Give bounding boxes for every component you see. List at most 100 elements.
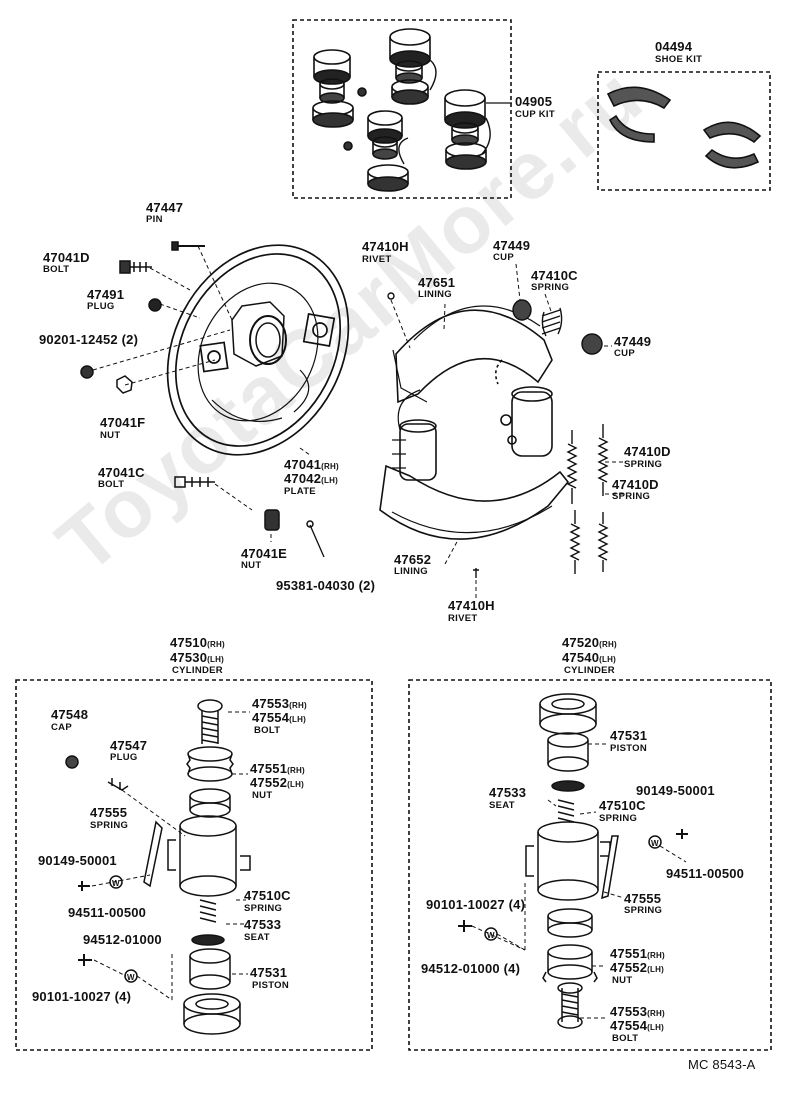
brake-shoes [379,305,570,540]
left-bolt-sfx-lh: (LH) [289,715,306,724]
right-cyl-number-lh-text: 47540 [562,650,600,665]
right-piston-name: PISTON [610,743,647,754]
left-cyl-number-rh-text: 47510 [170,635,208,650]
shoe-kit-number: 04494 [655,39,693,54]
spring-d2-number: 47410D [612,477,659,492]
left-bolt-number-rh: 47553(RH) [252,697,307,710]
left-nut-sfx-lh: (LH) [287,780,304,789]
shoe-kit-name: SHOE KIT [655,54,703,65]
right-nut-number-lh-text: 47552 [610,960,648,975]
left-bolt-number-lh-text: 47554 [252,710,290,725]
left-bolt-number-lh: 47554(LH) [252,711,306,724]
right-cyl-sfx-lh: (LH) [599,655,616,664]
left-bolt-name: BOLT [254,725,281,736]
plug-name: PLUG [87,301,115,312]
ref-90201-qty: (2) [121,332,139,347]
cup-kit-parts [312,28,491,192]
shoe-kit-box [597,71,771,191]
left-cyl-name: CYLINDER [172,665,223,676]
right-nut-number-rh: 47551(RH) [610,947,665,960]
rivet-bottom-name: RIVET [448,613,478,624]
left-nut-name: NUT [252,790,273,801]
cup-kit-number: 04905 [515,94,553,109]
left-seat-name: SEAT [244,932,270,943]
right-bolt-number-lh: 47554(LH) [610,1019,664,1032]
left-nut-number-lh: 47552(LH) [250,776,304,789]
left-piston-number: 47531 [250,965,288,980]
left-plug-number: 47547 [110,738,148,753]
rivet-bottom-number: 47410H [448,598,495,613]
plate-number-lh: 47042(LH) [284,472,338,485]
left-piston-name: PISTON [252,980,289,991]
left-nut-sfx-rh: (RH) [287,766,305,775]
ref-90201-number: 90201-12452 [39,332,118,347]
right-cyl-number-lh: 47540(LH) [562,651,616,664]
cup-right-name: CUP [614,348,635,359]
left-cyl-sfx-lh: (LH) [207,655,224,664]
ref-90201: 90201-12452 (2) [39,333,138,346]
right-ref-90101-number: 90101-10027 [426,897,505,912]
backing-plate [166,244,350,456]
svg-text:W: W [112,879,120,888]
left-cyl-number-lh-text: 47530 [170,650,208,665]
lining-bottom-name: LINING [394,566,428,577]
left-nut-number-lh-text: 47552 [250,775,288,790]
nut-e-name: NUT [241,560,262,571]
right-ref-94512-qty: (4) [503,961,521,976]
cup-kit-name: CUP KIT [515,109,555,120]
left-ref-94511: 94511-00500 [68,905,147,920]
right-cyl-name: CYLINDER [564,665,615,676]
left-ref-90101-qty: (4) [114,989,132,1004]
ref-95381-qty: (2) [358,578,376,593]
plate-name: PLATE [284,486,316,497]
left-cyl-number-lh: 47530(LH) [170,651,224,664]
spring-d2-name: SPRING [612,491,651,502]
spring-c-name: SPRING [531,282,570,293]
plate-number-lh-text: 47042 [284,471,322,486]
pin-number: 47447 [146,200,184,215]
right-ref-94512: 94512-01000 (4) [421,962,520,975]
right-spring-number: 47510C [599,798,646,813]
right-spring-name: SPRING [599,813,638,824]
right-ref-90101-qty: (4) [508,897,526,912]
left-cyl-sfx-rh: (RH) [207,640,225,649]
right-ref-94511: 94511-00500 [666,866,745,881]
left-spring-name: SPRING [244,903,283,914]
right-ref-90101: 90101-10027 (4) [426,898,525,911]
left-seat-number: 47533 [244,917,282,932]
spring-d1-name: SPRING [624,459,663,470]
cup-kit-box [292,19,512,199]
nut-e-number: 47041E [241,546,288,561]
cup-top-name: CUP [493,252,514,263]
right-bolt-name: BOLT [612,1033,639,1044]
pin-name: PIN [146,214,163,225]
lining-top-number: 47651 [418,275,456,290]
left-nut-number-rh: 47551(RH) [250,762,305,775]
svg-text:W: W [487,931,495,940]
bolt-d-name: BOLT [43,264,70,275]
cup-right-number: 47449 [614,334,652,349]
left-spring-lever-number: 47555 [90,805,128,820]
left-nut-number-rh-text: 47551 [250,761,288,776]
spring-c-number: 47410C [531,268,578,283]
left-ref-90149: 90149-50001 [38,853,117,868]
backing-leaders [92,245,311,542]
rivet-top-name: RIVET [362,254,392,265]
backing-hardware [80,241,325,558]
right-cyl-number-rh: 47520(RH) [562,636,617,649]
lining-bottom-number: 47652 [394,552,432,567]
right-nut-name: NUT [612,975,633,986]
left-spring-number: 47510C [244,888,291,903]
right-spring-lever-number: 47555 [624,891,662,906]
right-nut-sfx-lh: (LH) [647,965,664,974]
svg-text:W: W [651,839,659,848]
shoe-leaders [390,263,624,598]
right-seat-name: SEAT [489,800,515,811]
nut-f-name: NUT [100,430,121,441]
right-bolt-number-rh-text: 47553 [610,1004,648,1019]
left-cap-name: CAP [51,722,72,733]
right-seat-number: 47533 [489,785,527,800]
right-cylinder-parts: W W [458,693,688,1029]
right-bolt-number-lh-text: 47554 [610,1018,648,1033]
